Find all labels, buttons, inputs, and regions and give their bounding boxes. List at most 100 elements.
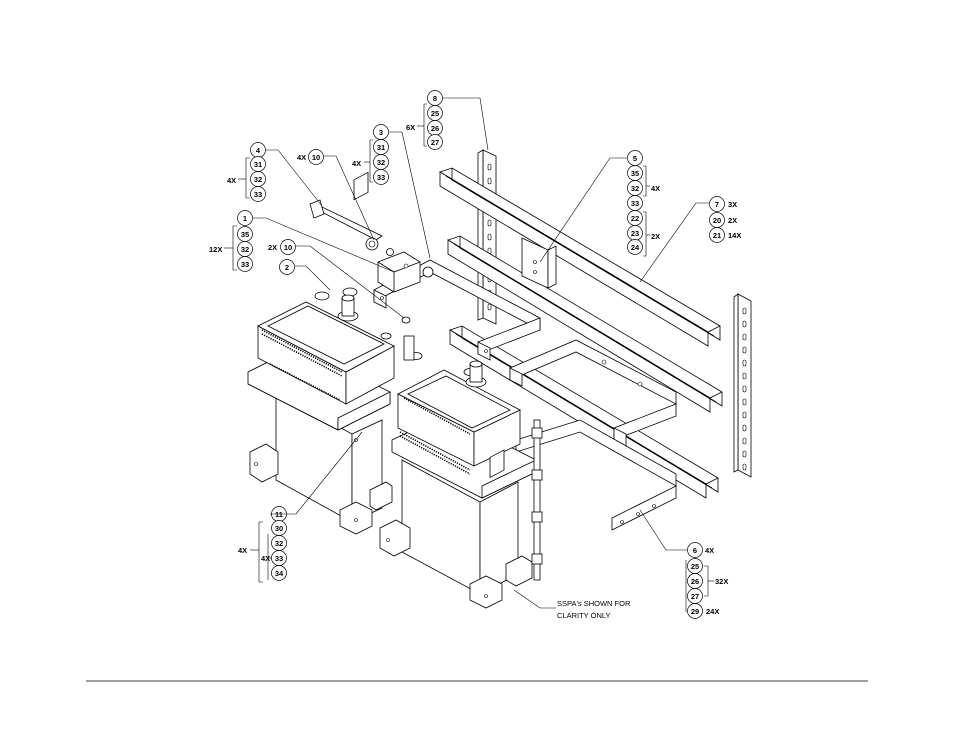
callout-bubble-c26b: 26 bbox=[687, 573, 703, 589]
callout-bubble-c33a: 33 bbox=[373, 169, 389, 185]
strut-slot bbox=[487, 177, 492, 185]
channel-mounting-bracket bbox=[521, 237, 557, 289]
right-vertical-strut bbox=[733, 293, 752, 478]
sspa-unit-left bbox=[247, 171, 395, 535]
callout-number: 3 bbox=[379, 128, 383, 137]
callout-number: 32 bbox=[275, 539, 283, 548]
callout-bubble-c3: 3 bbox=[373, 124, 389, 140]
strut-slot bbox=[487, 219, 492, 227]
mounting-clip bbox=[531, 511, 543, 523]
callout-bubble-c32b: 32 bbox=[250, 171, 266, 187]
strut-slot bbox=[742, 385, 747, 393]
horizontal-strut-channel-top bbox=[439, 167, 721, 347]
callout-bubble-c31a: 31 bbox=[373, 139, 389, 155]
mounting-clip bbox=[531, 427, 543, 439]
callout-bubble-c23: 23 bbox=[627, 225, 643, 241]
mounting-clip bbox=[531, 469, 543, 481]
callout-number: 33 bbox=[631, 199, 639, 208]
callout-number: 34 bbox=[275, 569, 284, 578]
quantity-label-q24x: 24X bbox=[706, 607, 719, 616]
callout-bubble-c32d: 32 bbox=[627, 180, 643, 196]
strut-slot bbox=[742, 307, 747, 315]
quantity-label-q3x: 3X bbox=[728, 200, 737, 209]
quantity-label-q14x: 14X bbox=[728, 231, 741, 240]
callout-number: 27 bbox=[691, 592, 699, 601]
quantity-label-q6x: 6X bbox=[406, 123, 415, 132]
callout-bubble-c35a: 35 bbox=[237, 226, 253, 242]
quantity-label-q32x: 32X bbox=[715, 577, 728, 586]
callout-number: 31 bbox=[254, 160, 262, 169]
quantity-label-q4x_3: 4X bbox=[352, 159, 361, 168]
callout-number: 25 bbox=[431, 109, 439, 118]
callout-number: 26 bbox=[431, 124, 439, 133]
quantity-label-q2x_10: 2X bbox=[268, 243, 277, 252]
callout-number: 26 bbox=[691, 577, 699, 586]
callout-number: 11 bbox=[275, 510, 283, 519]
sspa-note-line1: SSPA's SHOWN FOR bbox=[557, 599, 631, 608]
quantity-label-q4x_6: 4X bbox=[705, 546, 714, 555]
sspa-unit-right bbox=[379, 335, 543, 609]
quantity-label-q4x_10: 4X bbox=[297, 153, 306, 162]
quantity-label-q12x: 12X bbox=[209, 245, 222, 254]
callout-number: 5 bbox=[633, 154, 637, 163]
quantity-label-q4x_4: 4X bbox=[227, 176, 236, 185]
callout-number: 32 bbox=[377, 158, 385, 167]
callout-bubble-c31b: 31 bbox=[250, 156, 266, 172]
callout-number: 20 bbox=[713, 216, 721, 225]
strut-slot bbox=[742, 320, 747, 328]
callout-bubble-c33b: 33 bbox=[250, 186, 266, 202]
callout-bubble-c30: 30 bbox=[271, 520, 287, 536]
strut-slot bbox=[742, 450, 747, 458]
callout-bubble-c6: 6 bbox=[687, 542, 703, 558]
callout-number: 30 bbox=[275, 524, 283, 533]
callout-bubble-c26a: 26 bbox=[427, 120, 443, 136]
strut-slot bbox=[487, 233, 492, 241]
callout-bubble-c32a: 32 bbox=[373, 154, 389, 170]
sspa-note-line2: CLARITY ONLY bbox=[557, 611, 611, 620]
callout-bubble-c10b: 10 bbox=[280, 239, 296, 255]
callout-number: 8 bbox=[433, 94, 437, 103]
callout-number: 27 bbox=[431, 138, 439, 147]
strut-slot bbox=[742, 463, 747, 471]
callout-number: 33 bbox=[254, 190, 262, 199]
strut-slot bbox=[742, 398, 747, 406]
horizontal-strut-channel-middle bbox=[447, 235, 723, 413]
callout-number: 25 bbox=[691, 562, 699, 571]
callout-number: 7 bbox=[715, 200, 719, 209]
callout-number: 21 bbox=[713, 231, 721, 240]
quantity-label-q4x_11: 4X bbox=[238, 546, 247, 555]
callout-number: 31 bbox=[377, 143, 385, 152]
callout-bubble-c8: 8 bbox=[427, 90, 443, 106]
quantity-label-q4x_33: 4X bbox=[261, 554, 270, 563]
callout-bubble-c29: 29 bbox=[687, 603, 703, 619]
callout-bubble-c7: 7 bbox=[709, 196, 725, 212]
callout-number: 32 bbox=[254, 175, 262, 184]
callout-number: 24 bbox=[631, 243, 640, 252]
callout-bubble-c22: 22 bbox=[627, 210, 643, 226]
strut-slot bbox=[487, 303, 492, 311]
strut-slot bbox=[487, 163, 492, 171]
callout-number: 33 bbox=[241, 260, 249, 269]
strut-slot bbox=[742, 411, 747, 419]
callout-number: 33 bbox=[377, 173, 385, 182]
quantity-label-q4x_5: 4X bbox=[651, 184, 660, 193]
strut-slot bbox=[742, 333, 747, 341]
callout-number: 22 bbox=[631, 214, 639, 223]
callout-bubble-c2: 2 bbox=[279, 259, 295, 275]
callout-bubble-c33e: 33 bbox=[271, 550, 287, 566]
callout-bubble-c24: 24 bbox=[627, 239, 643, 255]
callout-number: 35 bbox=[241, 230, 249, 239]
callout-number: 33 bbox=[275, 554, 283, 563]
callout-bubble-c10a: 10 bbox=[308, 149, 324, 165]
callout-bubble-c27a: 27 bbox=[427, 134, 443, 150]
callout-bubble-c27b: 27 bbox=[687, 588, 703, 604]
callout-bubble-c34: 34 bbox=[271, 565, 287, 581]
callout-number: 1 bbox=[243, 214, 247, 223]
callout-bubble-c21: 21 bbox=[709, 227, 725, 243]
leader-lines bbox=[224, 97, 714, 612]
callout-bubble-c4: 4 bbox=[250, 142, 266, 158]
callout-bubble-c25a: 25 bbox=[427, 105, 443, 121]
quantity-label-q2x_5: 2X bbox=[651, 232, 660, 241]
callout-bubble-c32e: 32 bbox=[271, 535, 287, 551]
